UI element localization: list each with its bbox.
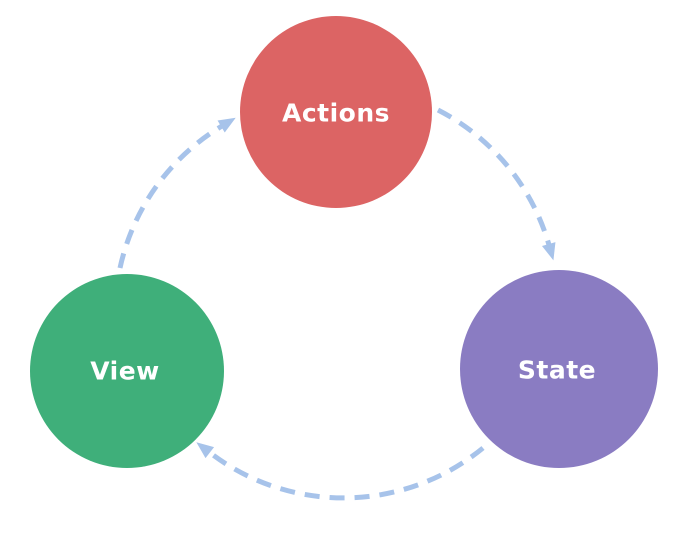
node-actions-circle <box>240 16 432 208</box>
edge-view-to-actions <box>117 117 236 269</box>
node-view-label: View <box>90 357 160 386</box>
node-state-circle <box>460 270 658 468</box>
node-state-label: State <box>518 356 596 385</box>
node-actions-label: Actions <box>282 99 390 128</box>
edge-actions-to-state <box>436 107 556 261</box>
node-state: State <box>460 270 658 468</box>
node-actions: Actions <box>240 16 432 208</box>
node-view-circle <box>30 274 224 468</box>
edge-state-to-view <box>196 442 485 501</box>
node-view: View <box>30 274 224 468</box>
